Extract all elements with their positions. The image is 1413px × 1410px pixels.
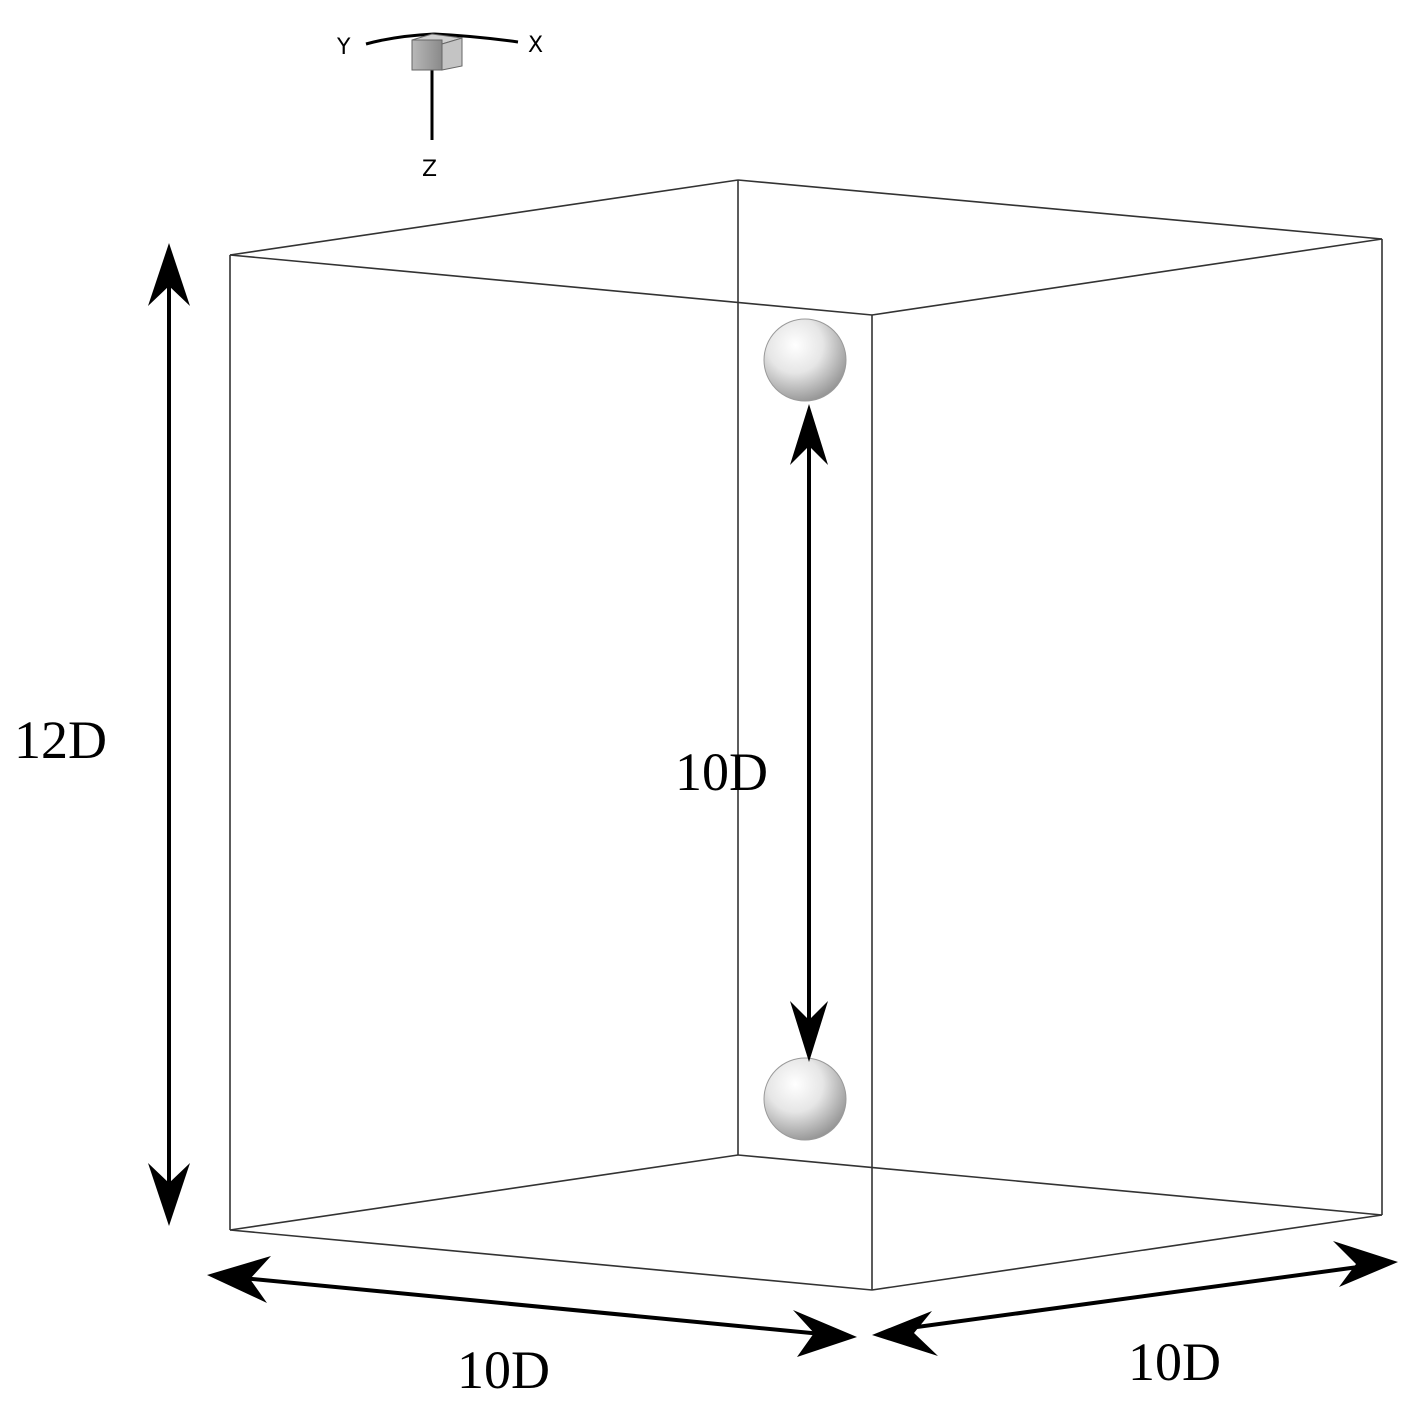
domain-box [229,179,1383,1291]
box-edge-bottom-front [229,1229,873,1291]
right-width-arrowhead-right [1333,1241,1398,1287]
box-edge-top-front [229,254,873,316]
front-width-dimension-arrow [207,1256,857,1357]
box-edge-top-back [737,179,1383,240]
box-edge-top-right [871,238,1383,316]
triad-z-label: Z [422,157,437,182]
height-arrowhead-bottom [148,1163,190,1226]
sphere-top [763,318,847,402]
right-width-arrowhead-left [872,1311,938,1356]
front-width-arrowhead-right [793,1310,857,1357]
front-width-arrowhead-left [207,1256,271,1303]
sphere-bottom [763,1057,847,1141]
triad-y-axis [365,32,435,46]
spacing-arrowhead-bottom [790,1001,828,1062]
spacing-arrowhead-top [790,404,828,465]
box-edge-bottom-right [871,1214,1383,1291]
triad-cube-side [441,37,463,71]
height-dimension-arrow [148,243,190,1226]
triad-y-label: Y [336,35,351,60]
spacing-dimension-label: 10D [675,742,768,802]
box-edge-top-left [229,179,739,256]
right-width-arrow-shaft [894,1263,1374,1332]
triad-cube-front [411,39,443,71]
front-width-arrow-shaft [231,1275,833,1337]
front-width-dimension-label: 10D [457,1340,550,1400]
triad-x-axis [433,32,519,44]
right-width-dimension-label: 10D [1128,1332,1221,1392]
box-edge-bottom-left [229,1154,739,1231]
triad-x-label: X [528,33,543,58]
right-width-dimension-arrow [872,1241,1398,1356]
height-arrowhead-top [148,243,190,306]
box-edge-bottom-back [737,1154,1383,1216]
spacing-dimension-arrow [790,404,828,1062]
height-dimension-label: 12D [14,710,107,770]
orientation-triad: Y X Z [336,32,543,182]
